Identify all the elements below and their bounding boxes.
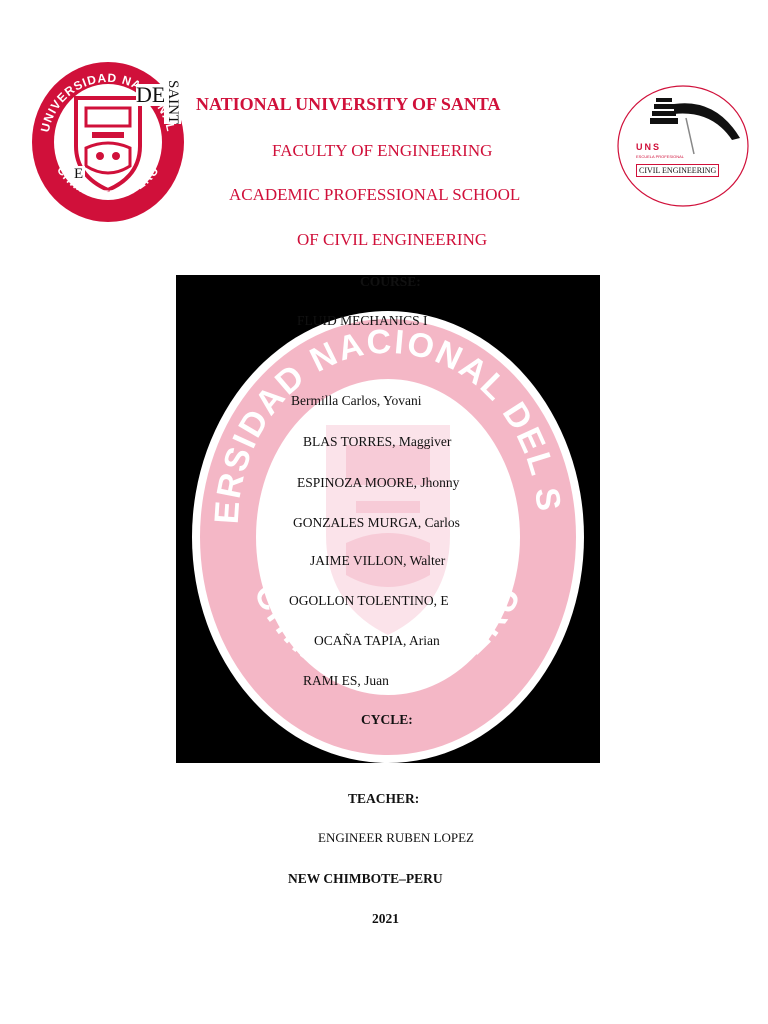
teacher-name: ENGINEER RUBEN LOPEZ <box>318 830 474 845</box>
logo-overlay-de: DE <box>136 82 166 107</box>
course-name: FLUID MECHANICS I <box>297 313 428 328</box>
cycle-label: CYCLE: <box>361 712 413 727</box>
student-name: JAIME VILLON, Walter <box>310 553 446 568</box>
student-name: OGOLLON TOLENTINO, E <box>289 593 449 608</box>
school-name-sub: OF CIVIL ENGINEERING <box>297 230 488 249</box>
course-label: COURSE: <box>360 274 421 289</box>
student-name: ESPINOZA MOORE, Jhonny <box>297 475 460 490</box>
uns-subtitle: ESCUELA PROFESIONAL <box>636 154 685 159</box>
university-watermark-seal-icon: UNIVERSIDAD NACIONAL DEL SANTA CHIMBOTE … <box>176 275 584 763</box>
year: 2021 <box>372 911 399 926</box>
student-name: BLAS TORRES, Maggiver <box>303 434 452 449</box>
faculty-name: FACULTY OF ENGINEERING <box>272 141 493 160</box>
logo-overlay-saint: SAINT <box>164 80 181 125</box>
school-name: ACADEMIC PROFESSIONAL SCHOOL <box>229 185 521 204</box>
watermark-panel: UNIVERSIDAD NACIONAL DEL SANTA CHIMBOTE … <box>176 275 600 763</box>
university-name: NATIONAL UNIVERSITY OF SANTA <box>196 94 501 114</box>
student-name: GONZALES MURGA, Carlos <box>293 515 460 530</box>
logo-overlay-e: E <box>72 166 86 183</box>
student-name: OCAÑA TAPIA, Arian <box>314 633 440 648</box>
uns-acronym: UNS <box>636 142 662 152</box>
school-logo: UNS ESCUELA PROFESIONAL CIVIL ENGINEERIN… <box>616 84 750 208</box>
location: NEW CHIMBOTE–PERU <box>288 871 443 886</box>
student-name: RAMI ES, Juan <box>303 673 389 688</box>
civil-engineering-label: CIVIL ENGINEERING <box>636 164 720 177</box>
teacher-label: TEACHER: <box>348 791 420 806</box>
student-name: Bermilla Carlos, Yovani <box>291 393 422 408</box>
